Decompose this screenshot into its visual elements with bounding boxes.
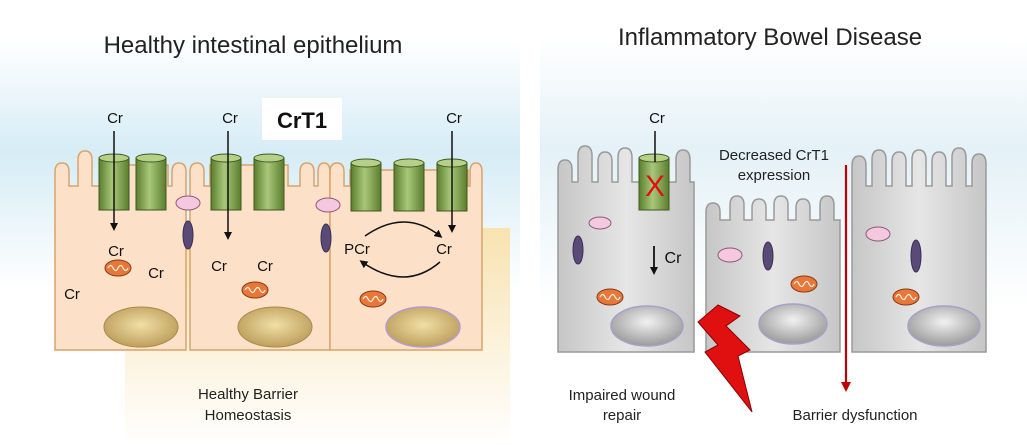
mitochondrion [596,288,624,306]
adherens-junction [910,239,922,273]
healthy-caption-line2: Homeostasis [205,407,292,424]
mitochondrion [892,288,920,306]
barrier-dysfunction-label: Barrier dysfunction [792,407,917,424]
reduced-cr-label: Cr [665,250,683,267]
tight-junction [717,247,743,263]
tight-junction [865,226,891,242]
crt1-label: CrT1 [277,108,327,133]
cr-to-pcr-arrow [359,260,441,278]
left-panel-title: Healthy intestinal epithelium [104,32,403,59]
adherens-junction [320,223,332,253]
crt1-transporter [210,153,242,211]
crt1-transporter [253,153,285,211]
crt1-transporter [350,158,382,212]
nucleus [237,306,313,348]
blocked-crt1-transporter [638,153,670,211]
impaired-wound-line2: repair [603,407,641,424]
nucleus [103,306,179,348]
cell1-cr-label: Cr [108,243,124,260]
crt1-label-box [262,98,342,140]
healthy-caption-line1: Healthy Barrier [198,386,298,403]
nucleus [385,306,461,348]
mitochondrion [359,290,387,308]
cell1-cr-label: Cr [64,286,80,303]
nucleus [758,303,828,345]
tight-junction [315,197,341,213]
decreased-expression-line1: Decreased CrT1 [719,147,829,164]
mitochondrion [241,281,269,299]
cr-uptake-label-2: Cr [222,110,238,127]
cr-uptake-label-3: Cr [446,110,462,127]
crt1-transporter [135,153,167,211]
cell1-cr-label: Cr [148,265,164,282]
tight-junction [175,195,201,211]
cr-uptake-label-1: Cr [107,110,123,127]
crt1-transporter [393,158,425,212]
pcr-to-cr-arrow [364,221,443,238]
impaired-wound-line1: Impaired wound [569,387,676,404]
block-x-mark: X [645,170,665,203]
cell2-cr-label: Cr [211,258,227,275]
nucleus [610,305,684,347]
blocked-cr-label: Cr [649,110,665,127]
right-panel-title: Inflammatory Bowel Disease [618,24,922,51]
decreased-expression-line2: expression [738,167,811,184]
tight-junction [588,216,612,230]
nucleus [907,305,981,347]
cell2-cr-label: Cr [257,258,273,275]
cell3-cr-label: Cr [436,241,452,258]
lightning-bolt-icon [697,304,753,413]
pcr-label: PCr [344,241,370,258]
mitochondrion [104,259,132,277]
adherens-junction [182,220,194,250]
adherens-junction [762,241,774,271]
mitochondrion [790,275,818,293]
adherens-junction [572,235,584,265]
